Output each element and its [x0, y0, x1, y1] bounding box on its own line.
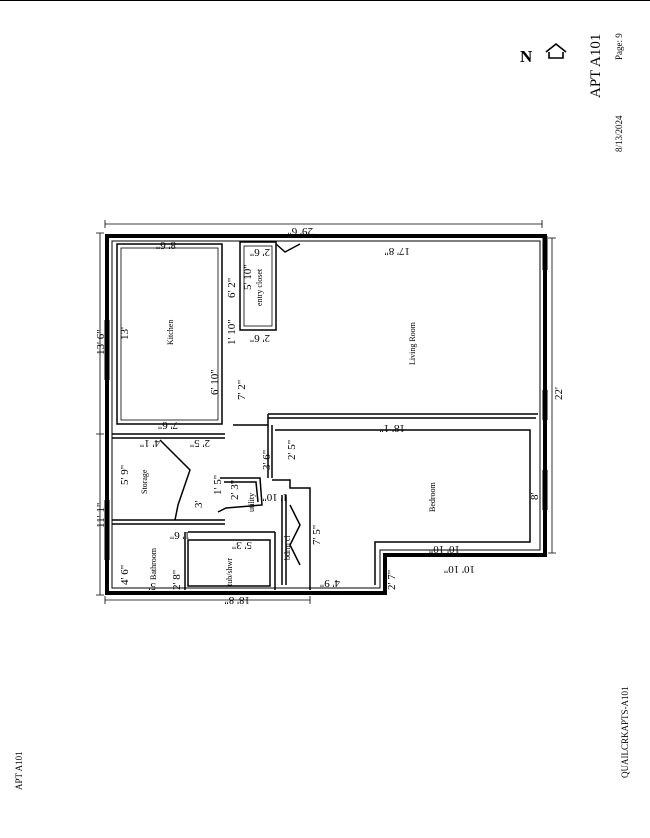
dim-bath-a: 2' 8": [171, 570, 183, 590]
dim-kitchen-side: 13': [119, 327, 131, 340]
dim-closet-length: 5' 10": [242, 264, 254, 290]
dim-hall-b: 2' 5": [286, 440, 298, 460]
dim-kitchen-top: 8' 6": [156, 239, 176, 251]
room-storage: Storage: [140, 469, 149, 494]
dim-right-depth: 22': [553, 387, 565, 400]
dim-storage-top: 4' 1": [140, 437, 160, 449]
dim-hall-c: 1' 10": [226, 319, 238, 345]
dim-utility-c: 3': [193, 501, 205, 509]
dim-bedroom-top: 10' 10": [429, 543, 460, 555]
dim-hall-a: 3' 6": [261, 450, 273, 470]
dim-utility-d: 1' 10": [262, 491, 288, 503]
room-living-room: Living Room: [408, 321, 417, 365]
room-tub-shower: tub/shwr: [225, 558, 234, 586]
dim-bottom-left: 18' 8": [224, 594, 250, 606]
dim-closet-run: 7' 5": [311, 525, 323, 545]
dim-storage-mid: 2' 5": [190, 437, 210, 449]
top-border-line: [0, 0, 650, 1]
room-utility: utility: [247, 493, 256, 512]
dim-utility-b: 1' 5": [212, 475, 224, 495]
dim-bath-d: 1' 6": [170, 529, 190, 541]
dim-kitchen-inner: 6' 10": [209, 369, 221, 395]
dim-closet-bottom: 2' 6": [250, 332, 270, 344]
dim-utility-a: 2' 3": [229, 480, 241, 500]
dim-storage-side: 5' 9": [119, 465, 131, 485]
north-arrow-icon: N: [520, 42, 567, 66]
dim-closet-bottom-run: 4' 9": [320, 577, 340, 589]
dim-left-lower: 11' 1": [95, 503, 107, 528]
dim-bath-b: 5' 3": [232, 539, 252, 551]
room-bdrm-closet: bdrm cl: [283, 535, 292, 560]
room-entry-closet: entry closet: [255, 268, 264, 306]
dim-closet-inner: 6' 2": [226, 278, 238, 298]
dim-notch: 2' 7": [386, 570, 398, 590]
room-kitchen: Kitchen: [166, 320, 175, 345]
dim-bath-side: 4' 6": [119, 565, 131, 585]
walls: [96, 220, 556, 604]
dim-living-bottom: 18' 1": [379, 422, 405, 434]
dim-closet-top: 2' 6": [250, 246, 270, 258]
dim-kitchen-bottom: 7' 6": [158, 419, 178, 431]
compass-letter: N: [520, 47, 533, 66]
dim-overall-width: 29' 6": [287, 225, 313, 237]
dim-bedroom-bottom: 10' 10": [444, 563, 475, 575]
room-bedroom: Bedroom: [428, 481, 437, 512]
dim-left-upper: 13' 6": [95, 329, 107, 355]
dim-living-top: 17' 8": [384, 245, 410, 257]
room-bathroom: Bathroom: [149, 547, 158, 580]
dim-bedroom-side: 8': [529, 493, 541, 501]
dim-kitchen-outer: 7' 2": [236, 380, 248, 400]
dim-bath-c: 5': [149, 580, 157, 592]
